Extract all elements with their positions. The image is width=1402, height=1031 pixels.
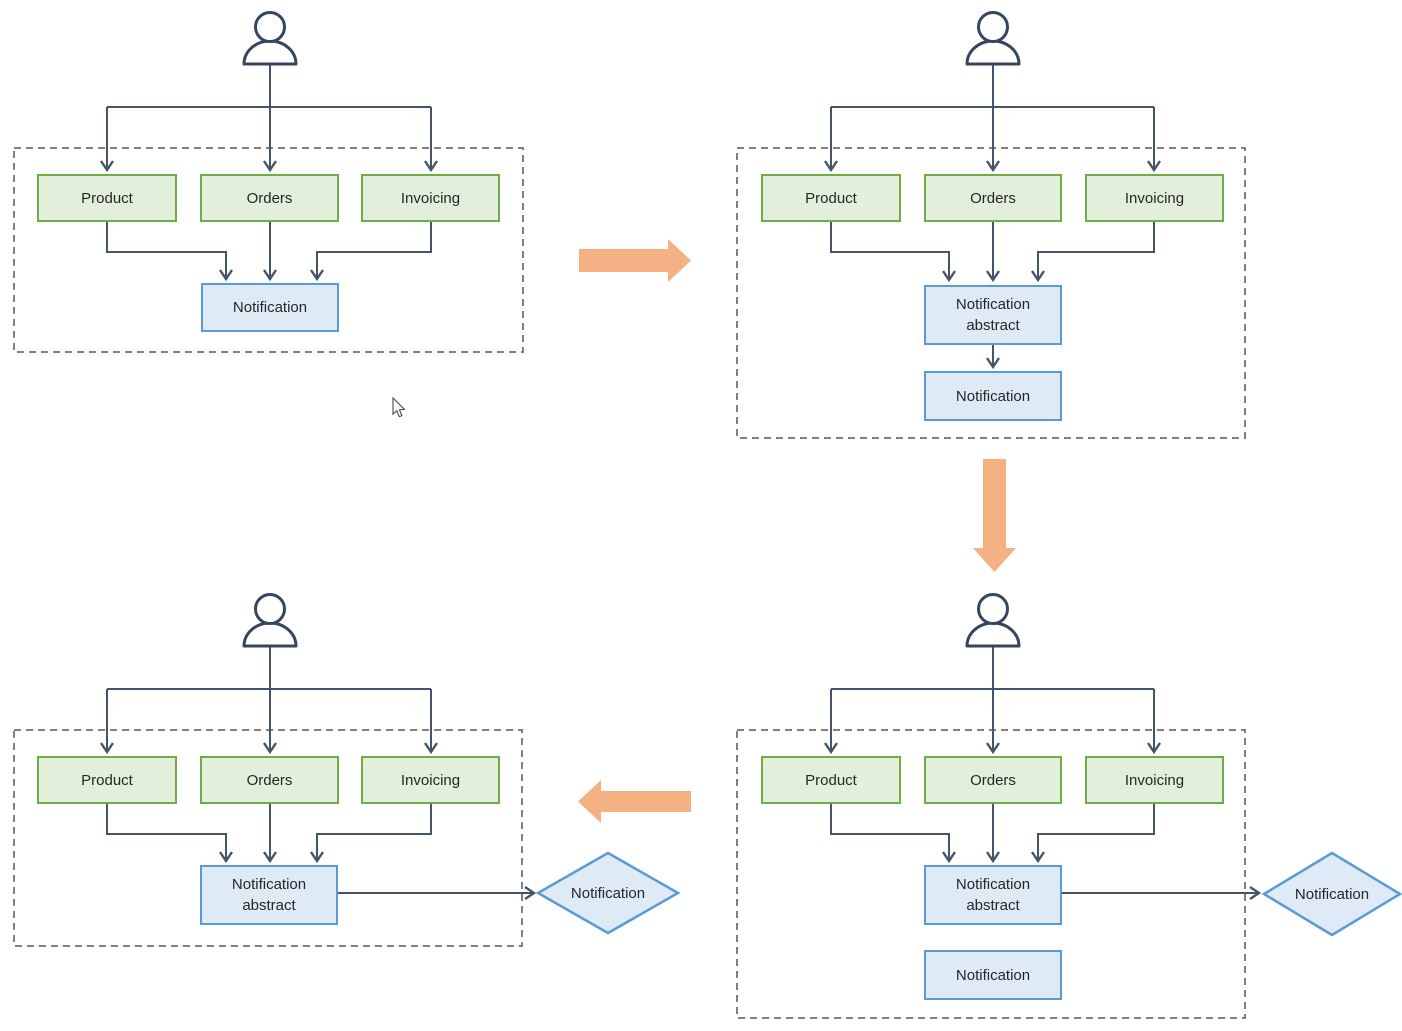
- boundary-box-bottom-left: [13, 729, 523, 947]
- service-box-orders: Orders: [200, 174, 339, 222]
- boundary-box-bottom-right: [736, 729, 1246, 1019]
- service-box-invoicing: Invoicing: [1085, 174, 1224, 222]
- notification-diamond-label: Notification: [1294, 885, 1370, 903]
- connectors-bottom-right: [824, 646, 1262, 900]
- person-icon-bottom-right: [965, 593, 1021, 648]
- service-box-orders: Orders: [924, 756, 1062, 804]
- step-arrow-down-icon: [973, 459, 1016, 572]
- mouse-cursor: [392, 396, 406, 418]
- boundary-box-top-left: [13, 147, 524, 353]
- notification-diamond-bottom-left: [535, 851, 681, 935]
- connectors-top-right: [824, 64, 1161, 370]
- notification-abstract-box: Notification abstract: [924, 285, 1062, 345]
- connectors-top-left: [100, 64, 438, 282]
- notification-box: Notification: [924, 371, 1062, 421]
- boundary-box-top-right: [736, 147, 1246, 439]
- step-arrow-left-icon: [578, 780, 691, 823]
- service-box-invoicing: Invoicing: [361, 174, 500, 222]
- person-icon-top-right: [965, 11, 1021, 66]
- service-box-invoicing: Invoicing: [1085, 756, 1224, 804]
- service-box-invoicing: Invoicing: [361, 756, 500, 804]
- service-box-orders: Orders: [924, 174, 1062, 222]
- notification-box: Notification: [924, 950, 1062, 1000]
- person-icon-top-left: [242, 11, 298, 66]
- service-box-product: Product: [761, 174, 901, 222]
- service-box-product: Product: [37, 174, 177, 222]
- service-box-orders: Orders: [200, 756, 339, 804]
- notification-abstract-box: Notification abstract: [924, 865, 1062, 925]
- boundary-boxes: [13, 147, 1246, 1019]
- service-box-product: Product: [37, 756, 177, 804]
- person-icon-bottom-left: [242, 593, 298, 648]
- notification-box: Notification: [201, 283, 339, 332]
- service-box-product: Product: [761, 756, 901, 804]
- notification-diamond-bottom-right: [1261, 851, 1402, 937]
- notification-abstract-box: Notification abstract: [200, 865, 338, 925]
- connectors-bottom-left: [100, 646, 537, 900]
- notification-diamond-label: Notification: [570, 884, 646, 902]
- step-arrow-right-icon: [579, 239, 691, 282]
